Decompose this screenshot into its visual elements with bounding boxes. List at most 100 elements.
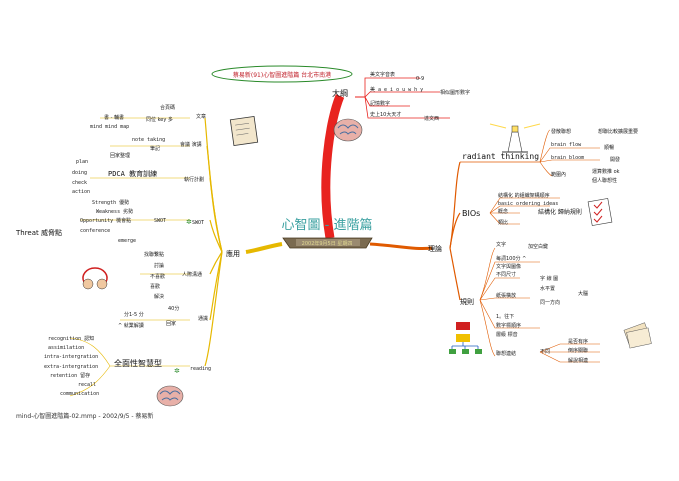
- footer-caption: mind-心智圖進階篇-02.mmp - 2002/9/5 - 蔡易新: [16, 411, 153, 420]
- dagang-item: 相似圖形數字: [440, 89, 470, 96]
- wenzhang-item: mind mind map: [90, 124, 129, 130]
- bios-item: basic ordering ideas: [498, 201, 558, 207]
- pdca-item: 執行計劃: [184, 176, 204, 183]
- guize-item: 文字與圖像: [496, 263, 521, 270]
- tongyu-item: 40分: [168, 305, 179, 312]
- guize-item: 同一方向: [540, 299, 560, 306]
- clipboard-icon: [230, 116, 257, 145]
- branch-lilun-label: 理論: [428, 244, 442, 253]
- guize-item: 倒序關聯: [568, 347, 588, 354]
- bios-item: 概念: [498, 208, 508, 215]
- huiyi-item: 回家整理: [110, 152, 130, 159]
- wenzhang-label: 文章: [196, 113, 206, 120]
- renji-item: 不喜歡: [150, 273, 165, 280]
- guize-item: 數字標順序: [496, 322, 521, 329]
- radiant-item: 運算數推 ok: [592, 168, 620, 175]
- pdca-item: action: [72, 189, 90, 195]
- swot-item: conference: [80, 228, 110, 234]
- dagang-item: 記憶數字: [370, 100, 390, 107]
- people-icon: [83, 268, 107, 289]
- reading-item: retention 留存: [50, 372, 90, 379]
- radiant-item: 範圍內: [551, 171, 566, 178]
- reading-item: recall: [78, 382, 96, 388]
- center-title: 心智圖 - 進階篇: [282, 218, 373, 233]
- brain-icon: [334, 119, 362, 141]
- papers-icon: [624, 323, 651, 348]
- bios-label: BIOs: [462, 209, 480, 218]
- reading-item: recognition 認知: [48, 335, 94, 342]
- reading-item: 全面性智慧型: [114, 358, 162, 368]
- wenzhang-item: 合頁碼: [160, 104, 175, 111]
- dagang-item: 達文西: [424, 115, 439, 122]
- guize-item: 大腦: [578, 290, 588, 297]
- reading-item: assimilation: [48, 345, 84, 351]
- guize-item: 加空白鍵: [528, 243, 548, 250]
- reading-item: intra-intergration: [44, 354, 98, 360]
- guize-item: 每詞100分 ^: [496, 255, 526, 262]
- pdca-item: plan: [76, 159, 88, 165]
- huiyi-item: 筆記: [150, 145, 160, 152]
- renji-label: 人際溝通: [182, 271, 202, 278]
- center-subtitle: 2002年9月5日 星期四: [302, 240, 353, 247]
- wenzhang-item: 同位 key 多: [146, 116, 173, 123]
- guize-item: 解說相連: [568, 357, 588, 364]
- svg-text:✲: ✲: [186, 218, 192, 226]
- reading-item: communication: [60, 391, 99, 397]
- radiant-item: 順暢: [604, 144, 614, 151]
- guize-label: 規則: [460, 297, 474, 306]
- guize-item: 聯想連結: [496, 350, 516, 357]
- huiyi-item: note taking: [132, 137, 165, 143]
- guize-item: 字 線 圖: [540, 275, 558, 282]
- sparkle-icon: ✲ ✲: [174, 218, 192, 375]
- pdca-item: check: [72, 180, 87, 186]
- radiant-item: brain flow: [551, 142, 582, 148]
- guize-item: 紙張橫放: [496, 292, 516, 299]
- swot-item: Strength 優勢: [92, 199, 129, 206]
- swot-item: emerge: [118, 238, 136, 244]
- swot-item: Opportunity 機會點: [80, 217, 131, 224]
- swot-label-2: SWOT: [192, 220, 204, 226]
- pdca-label: PDCA 教育訓練: [108, 169, 157, 178]
- renji-item: 解決: [154, 293, 164, 300]
- branch-dagang-label: 大綱: [332, 88, 348, 98]
- branch-yingyong: 應用 文章 合頁碼 同位 key 多 書 - 輔書 mind mind map …: [15, 104, 240, 397]
- banner-text: 蔡易新(91)心智圖進階篇 台北市南港: [233, 71, 331, 79]
- guize-item: 水平置: [540, 285, 555, 292]
- swot-item: Weakness 劣勢: [96, 208, 133, 215]
- wenzhang-item: 書 - 輔書: [104, 114, 124, 121]
- tongyu-label: 通識: [198, 315, 208, 322]
- renji-item: 喜歡: [150, 283, 160, 290]
- pdca-item: doing: [72, 170, 87, 176]
- tongyu-item: ^ 就業解讀: [118, 322, 144, 329]
- bios-item: 類比: [498, 219, 508, 226]
- guize-item: 是否有序: [568, 338, 588, 345]
- branch-dagang: 大綱 美文字音表 0-9 美 a e i o u w h y 相似圖形數字 記憶…: [332, 71, 470, 122]
- reading-item: extra-intergration: [44, 364, 98, 370]
- renji-item: 找聯繫點: [144, 251, 164, 258]
- banner: 蔡易新(91)心智圖進階篇 台北市南港: [212, 66, 352, 82]
- checklist-icon: [588, 198, 612, 225]
- branch-yingyong-label: 應用: [226, 249, 240, 258]
- guize-item: 1。往下: [496, 313, 514, 320]
- dagang-item: 美 a e i o u w h y: [370, 86, 423, 93]
- guize-item: 不同尺寸: [496, 271, 516, 278]
- tongyu-item: 回家: [166, 320, 176, 327]
- renji-item: 討論: [154, 262, 164, 269]
- radiant-item: 發散聯想: [551, 128, 571, 135]
- lighthouse-icon: [490, 124, 540, 152]
- radiant-label: radiant thinking: [462, 152, 539, 161]
- radiant-item: 想聯比較擴展重要: [598, 128, 638, 135]
- tongyu-item: 分1-5 分: [124, 311, 144, 318]
- dagang-item: 史上10大天才: [370, 111, 401, 118]
- radiant-item: 個人聯想性: [592, 177, 617, 184]
- bios-item: 結構化 的組織架構順序: [498, 192, 550, 199]
- threat-label: Threat 威脅點: [15, 228, 62, 237]
- guize-item: 層級 標音: [496, 331, 518, 338]
- bios-item: 結構化 歸納規則: [538, 208, 582, 216]
- guize-item: 文字: [496, 241, 506, 248]
- guize-item: 不同: [540, 349, 550, 355]
- brain-icon-2: [157, 386, 183, 406]
- org-chart-icon: [449, 322, 482, 354]
- svg-text:✲: ✲: [174, 367, 180, 375]
